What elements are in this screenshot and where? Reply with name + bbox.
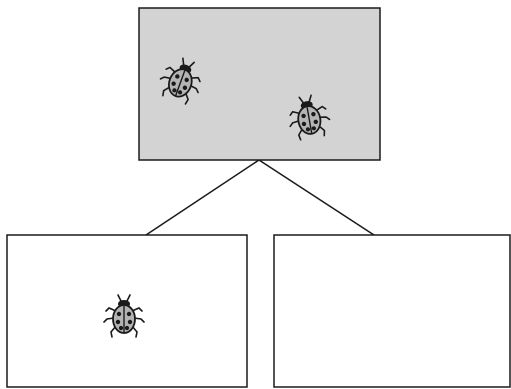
right-child-box [273, 234, 511, 388]
connector-left [145, 159, 260, 236]
connector-right [258, 159, 375, 236]
